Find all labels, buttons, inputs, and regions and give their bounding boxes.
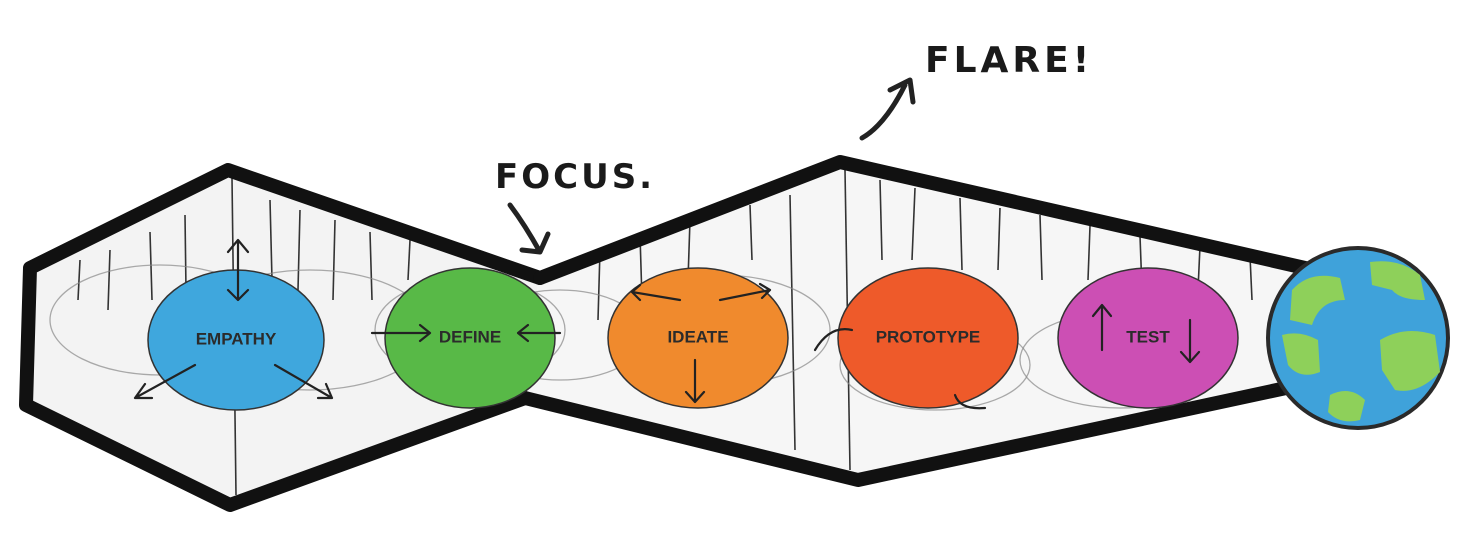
stage-test-circle	[1057, 267, 1239, 409]
stage-empathy-label: EMPATHY	[196, 329, 277, 348]
stage-define-label: DEFINE	[439, 327, 501, 346]
stage-prototype-circle	[837, 267, 1019, 409]
focus-annotation: FOCUS.	[495, 157, 655, 197]
stage-define-circle	[384, 267, 556, 409]
stage-ideate-circle	[607, 267, 789, 409]
globe-landmass	[1328, 391, 1365, 422]
stage-test-label: TEST	[1126, 327, 1170, 346]
globe-landmass	[1290, 275, 1345, 325]
stage-prototype-label: PROTOTYPE	[876, 327, 981, 346]
globe-landmass	[1370, 261, 1425, 300]
stage-ideate-label: IDEATE	[667, 327, 728, 346]
focus-arrow-icon	[507, 202, 551, 255]
stage-define: DEFINE	[384, 267, 556, 409]
globe-icon	[1266, 246, 1450, 430]
stage-prototype: PROTOTYPE	[837, 267, 1019, 409]
right-funnel-outline	[518, 155, 1312, 487]
globe-landmass	[1380, 331, 1440, 391]
globe-landmass	[1282, 333, 1320, 375]
stage-empathy: EMPATHY	[147, 269, 325, 411]
flare-annotation: FLARE!	[925, 40, 1093, 81]
left-funnel-outline	[19, 163, 547, 512]
stage-ideate: IDEATE	[607, 267, 789, 409]
cycle-arrows	[133, 238, 1201, 410]
stage-test: TEST	[1057, 267, 1239, 409]
flare-arrow-icon	[859, 77, 916, 141]
stage-empathy-circle	[147, 269, 325, 411]
